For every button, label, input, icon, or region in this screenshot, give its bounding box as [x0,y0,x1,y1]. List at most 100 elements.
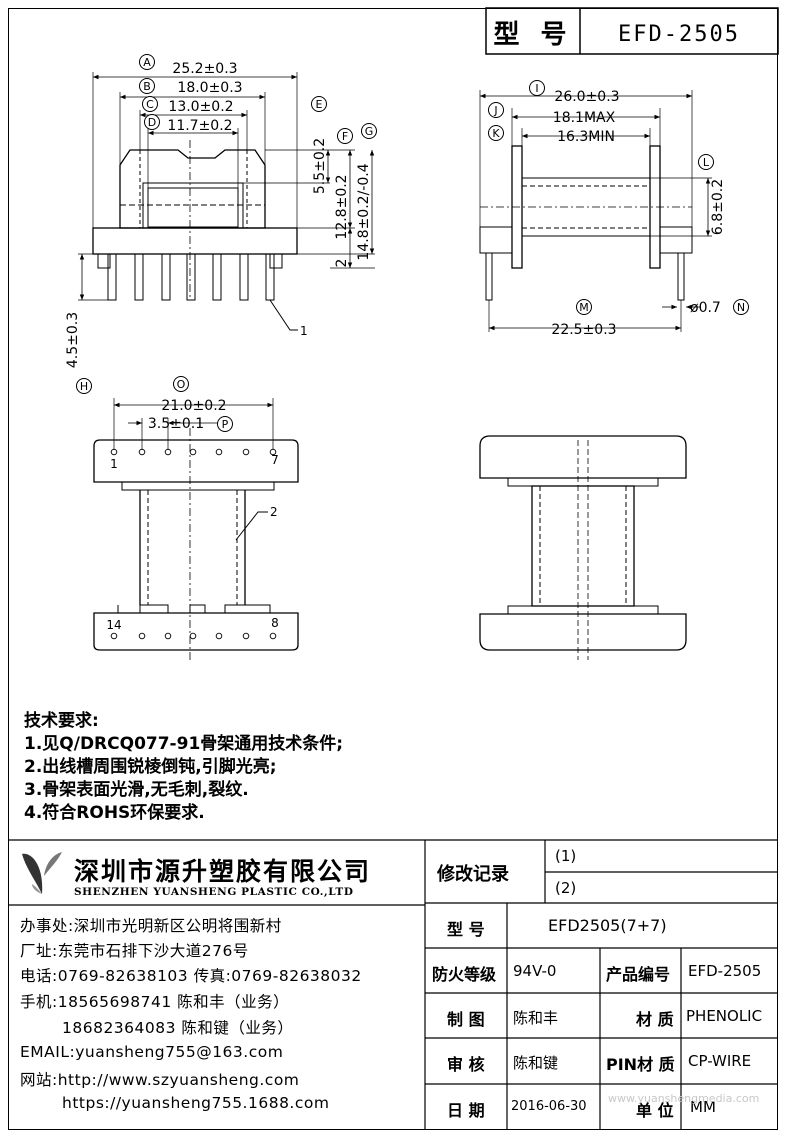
marker-f: F [337,128,353,144]
title-block: 型 号 EFD-2505 [485,7,779,55]
svg-text:F: F [342,130,348,143]
revision-2: (2) [555,879,577,897]
date-value: 2016-06-30 [511,1099,587,1114]
dim-b-label: 18.0±0.3 [177,80,242,96]
dim-p-label: 3.5±0.1 [148,416,204,432]
marker-d: D [144,114,160,130]
svg-text:J: J [493,104,497,117]
svg-text:D: D [148,116,156,129]
svg-text:K: K [492,127,500,140]
svg-text:B: B [143,80,151,93]
marker-m: M [576,299,592,315]
revision-1: (1) [555,847,577,865]
requirement-item: 4.符合ROHS环保要求. [24,803,205,823]
dim-n-label: ø0.7 [690,300,721,316]
dim-f-label: 12.8±0.2 [334,174,350,239]
unit-value: MM [690,1098,716,1116]
svg-text:H: H [80,380,88,393]
dim-2-label: 2 [334,259,350,268]
product-code-value: EFD-2505 [688,962,762,980]
company-name-en: SHENZHEN YUANSHENG PLASTIC CO.,LTD [74,886,354,898]
dim-h-label: 4.5±0.3 [65,312,81,368]
drawn-by-label: 制 图 [447,1010,485,1029]
svg-text:E: E [316,98,323,111]
marker-j: J [488,102,504,118]
svg-text:A: A [143,56,151,69]
callout-2: 2 [270,505,278,519]
marker-l: L [698,154,714,170]
dim-g-label: 14.8±0.2/-0.4 [356,163,372,260]
pin-1-label: 1 [110,457,118,471]
unit-label: 单 位 [636,1101,674,1120]
dim-d-label: 11.7±0.2 [167,118,232,134]
circled-markers: A B C D E F G H I J K L M N O P [76,54,749,432]
product-code-label: 产品编号 [606,965,671,984]
top-view [479,435,687,660]
marker-g: G [361,123,377,139]
requirement-item: 3.骨架表面光滑,无毛刺,裂纹. [24,780,249,800]
requirement-item: 1.见Q/DRCQ077-91骨架通用技术条件; [24,734,344,754]
front-view [78,72,375,331]
marker-k: K [488,125,504,141]
dim-m-label: 22.5±0.3 [551,322,616,338]
technical-drawing: 25.2±0.3 18.0±0.3 13.0±0.2 11.7±0.2 5.5±… [65,54,749,662]
title-label: 型 号 [493,20,572,50]
marker-b: B [139,78,155,94]
marker-i: I [529,80,545,96]
dim-i-label: 26.0±0.3 [554,89,619,105]
title-value: EFD-2505 [618,22,740,47]
revision-label: 修改记录 [437,864,509,885]
dim-e-label: 5.5±0.2 [312,138,328,194]
fire-rating-label: 防火等级 [432,965,497,984]
side-view [479,90,712,332]
checked-by-value: 陈和键 [513,1054,559,1072]
callout-1: 1 [300,324,308,338]
date-label: 日 期 [447,1101,485,1120]
material-value: PHENOLIC [686,1007,763,1025]
dim-j-label: 18.1MAX [553,110,616,126]
svg-text:N: N [737,301,745,314]
marker-c: C [142,96,158,112]
pin-8-label: 8 [271,616,279,630]
pin-7-label: 7 [271,453,279,467]
marker-h: H [76,378,92,394]
dim-c-label: 13.0±0.2 [168,99,233,115]
company-name-cn: 深圳市源升塑胶有限公司 [74,857,372,886]
svg-text:C: C [146,98,154,111]
svg-text:I: I [535,82,538,95]
website-1: 网站:http://www.szyuansheng.com [20,1071,300,1089]
phone-fax: 电话:0769-82638103 传真:0769-82638032 [20,967,362,985]
drawing-frame [8,8,778,1130]
fire-rating-value: 94V-0 [513,962,557,980]
company-logo-icon [22,852,62,894]
mobile-2: 18682364083 陈和键（业务） [62,1019,294,1037]
marker-e: E [311,96,327,112]
svg-text:O: O [177,378,186,391]
factory-address: 厂址:东莞市石排下沙大道276号 [20,942,249,960]
pin-material-label: PIN材 质 [606,1055,675,1074]
email: EMAIL:yuansheng755@163.com [20,1043,284,1061]
dim-l-label: 6.8±0.2 [710,179,726,235]
mobile-1: 手机:18565698741 陈和丰（业务） [20,993,290,1011]
marker-p: P [217,416,233,432]
watermark: www.yuanshengmedia.com [608,1092,760,1105]
checked-by-label: 审 核 [447,1055,485,1074]
technical-requirements: 技术要求: 1.见Q/DRCQ077-91骨架通用技术条件; 2.出线槽周围锐棱… [24,710,343,825]
model-label: 型 号 [447,920,485,939]
dim-o-label: 21.0±0.2 [161,398,226,414]
office-address: 办事处:深圳市光明新区公明将围新村 [20,917,282,935]
dim-k-label: 16.3MIN [557,129,615,145]
requirements-heading: 技术要求: [24,711,99,731]
dim-a-label: 25.2±0.3 [172,61,237,77]
pin-material-value: CP-WIRE [688,1052,752,1070]
requirement-item: 2.出线槽周围锐棱倒钝,引脚光亮; [24,757,277,777]
marker-o: O [173,376,189,392]
material-label: 材 质 [636,1010,674,1029]
svg-text:M: M [579,301,589,314]
svg-text:P: P [222,418,229,431]
marker-n: N [733,299,749,315]
pin-14-label: 14 [106,618,121,632]
drawn-by-value: 陈和丰 [513,1009,559,1027]
svg-text:L: L [703,156,710,169]
